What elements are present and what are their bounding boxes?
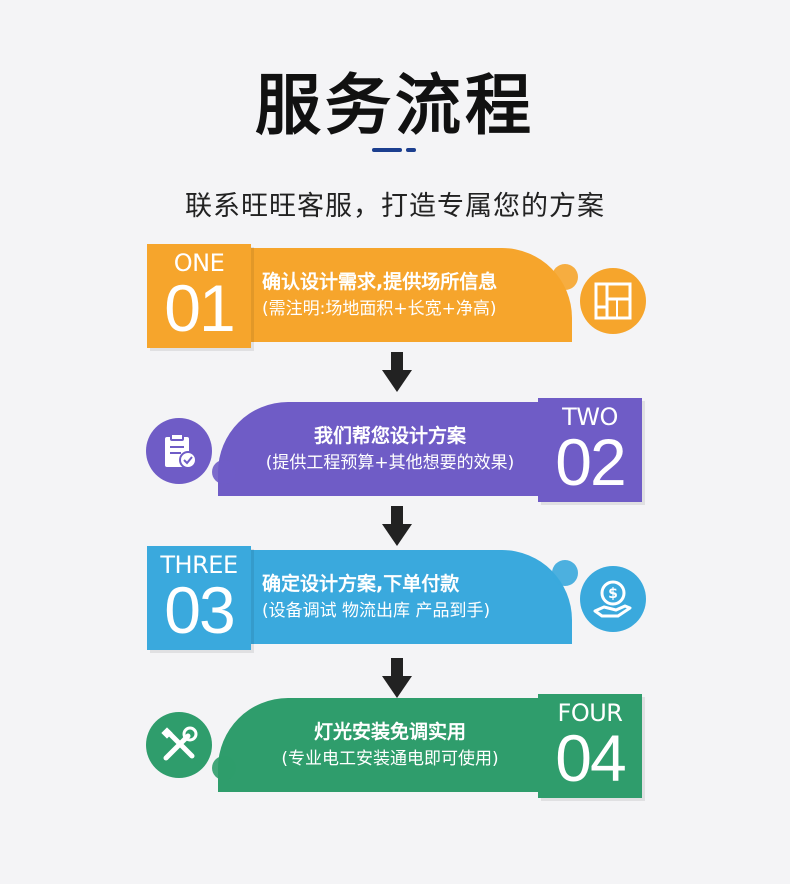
step-three-detail: (设备调试 物流出库 产品到手) <box>262 601 491 621</box>
step-four: 灯光安装免调实用 (专业电工安装通电即可使用) FOUR 04 <box>0 694 790 804</box>
title-underline <box>372 148 416 152</box>
step-two-word: TWO <box>562 403 618 431</box>
decor-dot <box>552 560 578 586</box>
step-two-title: 我们帮您设计方案 <box>313 425 466 447</box>
step-four-detail: (专业电工安装通电即可使用) <box>281 749 499 769</box>
step-one: 确认设计需求,提供场所信息 (需注明:场地面积+长宽+净高) ONE 01 <box>0 244 790 354</box>
payment-hand-icon: $ <box>580 566 646 632</box>
step-one-number-box: ONE 01 <box>147 244 251 348</box>
step-two-number-box: TWO 02 <box>538 398 642 502</box>
blueprint-icon <box>580 268 646 334</box>
clipboard-check-icon <box>146 418 212 484</box>
step-two-number: 02 <box>555 425 626 499</box>
step-four-word: FOUR <box>557 699 623 727</box>
step-two-detail: (提供工程预算+其他想要的效果) <box>265 453 515 473</box>
step-three-number: 03 <box>164 573 235 647</box>
decor-dot <box>552 264 578 290</box>
down-arrow-icon <box>382 658 412 698</box>
step-one-detail: (需注明:场地面积+长宽+净高) <box>262 299 497 319</box>
step-three-title: 确定设计方案,下单付款 <box>262 573 460 595</box>
step-one-number: 01 <box>164 271 235 345</box>
page-title: 服务流程 <box>255 67 535 144</box>
step-three-number-box: THREE 03 <box>147 546 251 650</box>
step-four-banner: 灯光安装免调实用 (专业电工安装通电即可使用) <box>218 698 544 792</box>
tools-icon <box>146 712 212 778</box>
svg-text:$: $ <box>608 586 618 602</box>
step-one-banner: 确认设计需求,提供场所信息 (需注明:场地面积+长宽+净高) <box>246 248 572 342</box>
decor-dot <box>212 756 236 780</box>
down-arrow-icon <box>382 352 412 392</box>
step-one-word: ONE <box>173 249 225 277</box>
page-subtitle: 联系旺旺客服，打造专属您的方案 <box>185 191 605 222</box>
step-three: 确定设计方案,下单付款 (设备调试 物流出库 产品到手) THREE 03 $ <box>0 546 790 656</box>
down-arrow-icon <box>382 506 412 546</box>
step-four-number: 04 <box>555 721 626 795</box>
step-two-banner: 我们帮您设计方案 (提供工程预算+其他想要的效果) <box>218 402 544 496</box>
decor-dot <box>212 460 236 484</box>
step-one-title: 确认设计需求,提供场所信息 <box>262 271 498 293</box>
step-four-title: 灯光安装免调实用 <box>313 721 466 743</box>
step-two: 我们帮您设计方案 (提供工程预算+其他想要的效果) TWO 02 <box>0 398 790 508</box>
step-three-banner: 确定设计方案,下单付款 (设备调试 物流出库 产品到手) <box>246 550 572 644</box>
step-three-word: THREE <box>160 551 238 579</box>
step-four-number-box: FOUR 04 <box>538 694 642 798</box>
